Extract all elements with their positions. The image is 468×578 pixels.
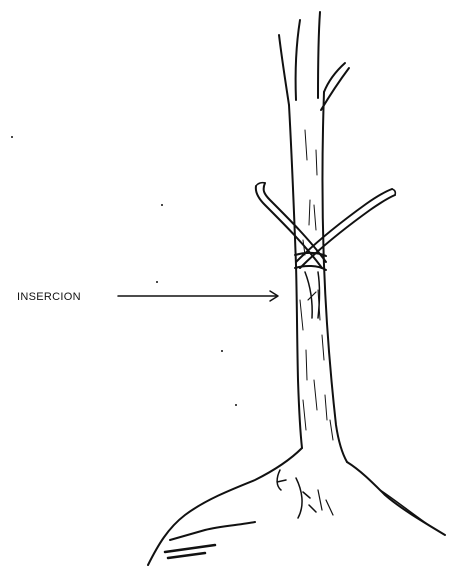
insertion-label: INSERCION <box>17 291 81 303</box>
insertion-arrow <box>118 291 278 301</box>
roots-ground <box>148 448 445 565</box>
tree-trunk <box>279 12 349 462</box>
graft-insertion <box>295 253 326 318</box>
paper-specks <box>11 136 237 406</box>
